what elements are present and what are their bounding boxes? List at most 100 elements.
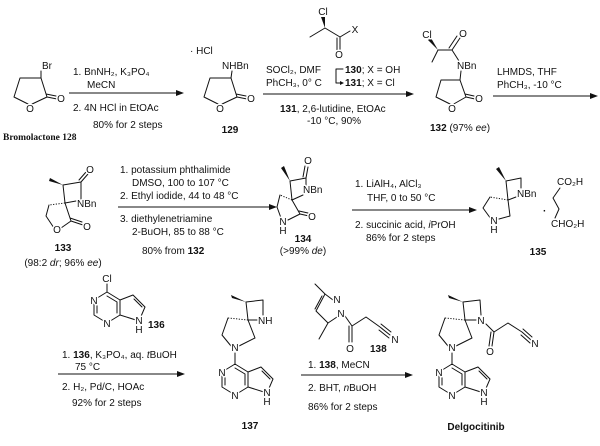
condition-text: 1. BnNH₂, K₃PO₄: [73, 67, 150, 78]
yield-text: 86% for 2 steps: [366, 233, 435, 244]
condition-text: 75 °C: [75, 362, 100, 373]
atom-nbn: NBn: [303, 185, 322, 196]
reagent-130-note: 130; X = OH: [345, 65, 400, 76]
atom-n: N: [490, 216, 497, 227]
atom-n: N: [263, 388, 270, 399]
reaction-arrow-7: 1. 138, MeCN 2. BHT, nBuOH 86% for 2 ste…: [301, 360, 413, 413]
compound-138-structure: N N O N 138: [314, 283, 400, 357]
atom-nbn: NBn: [517, 189, 536, 200]
condition-text: 2. Ethyl iodide, 44 to 48 °C: [120, 191, 239, 202]
atom-o-carbonyl: O: [308, 212, 316, 223]
condition-text: THF, 0 to 50 °C: [367, 193, 435, 204]
atom-o-amide: O: [459, 29, 467, 40]
atom-o-ring: O: [216, 104, 224, 115]
condition-text: 1. LiAlH₄, AlCl₃: [355, 179, 422, 190]
atom-h: H: [279, 226, 286, 237]
salt-dot: ·: [543, 206, 546, 217]
atom-h: H: [263, 397, 270, 408]
bracket: [335, 68, 344, 84]
compound-134-structure: O NBn O N H 134 (>99% de): [276, 155, 326, 257]
reaction-arrow-5: 1. LiAlH₄, AlCl₃ THF, 0 to 50 °C 2. succ…: [352, 179, 477, 244]
atom-o: O: [304, 156, 312, 167]
atom-n: N: [135, 316, 142, 327]
atom-h: H: [490, 225, 497, 236]
atom-nbn: NBn: [457, 61, 476, 72]
compound-135-structure: NBn N H CO₂H CHO₂H · 135: [482, 167, 586, 258]
atom-cl: Cl: [102, 274, 111, 285]
atom-n: N: [337, 309, 344, 320]
reagent-131-note: 131; X = Cl: [345, 78, 395, 89]
atom-cl: Cl: [318, 7, 327, 18]
compound-132-label: 132 (97% ee): [430, 123, 490, 134]
yield-text: 80% for 2 steps: [93, 120, 162, 131]
group-co2h: CO₂H: [557, 177, 583, 188]
atom-n: N: [231, 343, 238, 354]
atom-o: O: [346, 344, 354, 355]
atom-n-azetidine: N: [477, 316, 484, 327]
compound-137-label: 137: [242, 421, 259, 432]
compound-135-label: 135: [530, 247, 547, 258]
atom-cl: Cl: [422, 30, 431, 41]
compound-133-structure: O NBn O O 133 (98:2 dr; 96% ee): [24, 164, 101, 270]
compound-132-structure: Cl O NBn O O 132 (97% ee): [421, 28, 490, 135]
atom-n: N: [448, 391, 455, 402]
compound-137-structure: NH N N N N H 137: [217, 295, 274, 432]
condition-text: LHMDS, THF: [497, 67, 557, 78]
condition-text: 2. succinic acid, iPrOH: [355, 220, 456, 231]
atom-n-nitrile: N: [391, 335, 398, 346]
condition-text: 1. potassium phthalimide: [120, 165, 231, 176]
reaction-arrow-4: 1. potassium phthalimide DMSO, 100 to 10…: [118, 165, 277, 257]
compound-128-structure: Br O O Bromolactone 128: [3, 60, 77, 144]
reaction-arrow-2: SOCl₂, DMF PhCH₃, 0° C 130; X = OH 131; …: [263, 65, 414, 127]
yield-text: 92% for 2 steps: [72, 398, 141, 409]
atom-o: O: [86, 165, 94, 176]
yield-text: 86% for 2 steps: [308, 402, 377, 413]
atom-o-carbonyl: O: [475, 94, 483, 105]
condition-text: 1. 136, K₃PO₄, aq. tBuOH: [62, 350, 177, 361]
reaction-arrow-1: 1. BnNH₂, K₃PO₄ MeCN 2. 4N HCl in EtOAc …: [69, 67, 184, 131]
atom-o-carbonyl: O: [83, 222, 91, 233]
atom-x: X: [352, 25, 359, 36]
atom-n: N: [435, 368, 442, 379]
compound-138-label: 138: [370, 344, 387, 355]
compound-130-131-structure: Cl X O: [309, 6, 360, 63]
atom-h: H: [480, 397, 487, 408]
condition-text: MeCN: [87, 80, 115, 91]
atom-n: N: [218, 368, 225, 379]
group-cho2h: CHO₂H: [551, 219, 584, 230]
atom-o-ring: O: [448, 104, 456, 115]
condition-text: PhCH₃, -10 °C: [497, 80, 562, 91]
condition-text: 131, 2,6-lutidine, EtOAc: [280, 104, 386, 115]
compound-129-structure: · HCl NHBn O O 129: [190, 46, 257, 136]
condition-text: SOCl₂, DMF: [266, 65, 321, 76]
atom-n: N: [103, 319, 110, 330]
reaction-arrow-3: LHMDS, THF PhCH₃, -10 °C: [493, 67, 598, 99]
compound-129-label: 129: [222, 125, 239, 136]
compound-136-structure: Cl N N N H 136: [89, 273, 165, 338]
condition-text: 2. H₂, Pd/C, HOAc: [62, 382, 144, 393]
yield-text: -10 °C, 90%: [307, 116, 361, 127]
condition-text: 3. diethylenetriamine: [120, 214, 213, 225]
compound-128-label: Bromolactone 128: [3, 133, 77, 143]
atom-n-pyrrolidine: N: [448, 343, 455, 354]
condition-text: 1. 138, MeCN: [308, 360, 370, 371]
reaction-arrow-6: 1. 136, K₃PO₄, aq. tBuOH 75 °C 2. H₂, Pd…: [58, 350, 185, 409]
condition-text: DMSO, 100 to 107 °C: [132, 178, 229, 189]
atom-nh: NH: [258, 316, 272, 327]
compound-136-label: 136: [148, 320, 165, 331]
atom-o-ring: O: [53, 225, 61, 236]
atom-br: Br: [42, 61, 53, 72]
atom-h: H: [135, 325, 142, 336]
compound-133-label: 133: [55, 243, 72, 254]
atom-n: N: [90, 296, 97, 307]
atom-n: N: [279, 217, 286, 228]
atom-n: N: [231, 391, 238, 402]
hcl-salt: · HCl: [190, 46, 213, 57]
atom-n: N: [333, 295, 340, 306]
atom-o-carbonyl: O: [57, 94, 65, 105]
compound-134-label: 134: [295, 234, 312, 245]
condition-text: 2-BuOH, 85 to 88 °C: [132, 227, 224, 238]
atom-n: N: [480, 388, 487, 399]
atom-o: O: [486, 347, 494, 358]
